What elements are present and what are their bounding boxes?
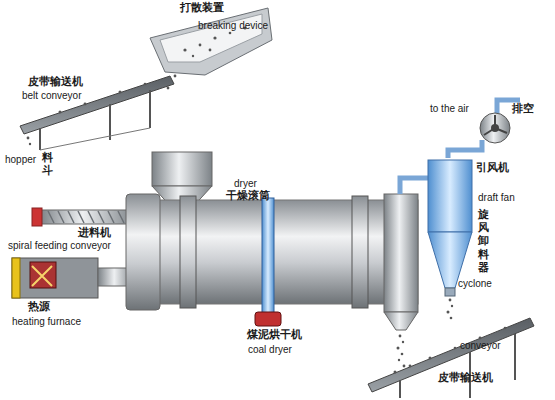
chinese-label: 进料机	[78, 227, 111, 240]
chinese-label: 引风机	[476, 162, 509, 175]
chinese-label: 干燥滚筒	[226, 190, 270, 203]
english-label: dryer	[234, 178, 257, 190]
chinese-label: 皮带输送机	[438, 372, 493, 385]
chinese-label: 料斗	[42, 151, 54, 177]
belt-conveyor-top	[20, 76, 174, 150]
draft-fan	[480, 113, 510, 143]
english-label: hopper	[5, 154, 36, 166]
cyclone-separator	[428, 160, 472, 319]
english-label: breaking device	[198, 20, 268, 32]
english-label: draft fan	[478, 192, 515, 204]
english-label: heating furnace	[12, 316, 81, 328]
chinese-label: 排空	[512, 103, 534, 116]
rotary-drum	[126, 194, 418, 326]
english-label: conveyor	[460, 340, 501, 352]
chinese-label: 热源	[28, 301, 50, 314]
english-label: to the air	[430, 103, 469, 115]
english-label: belt conveyor	[22, 90, 81, 102]
discharge-hood	[384, 194, 418, 367]
belt-conveyor-bottom	[368, 318, 534, 398]
english-label: coal dryer	[248, 344, 292, 356]
spiral-feeder	[32, 208, 135, 226]
chinese-label: 打散装置	[180, 2, 224, 15]
chinese-label: 皮带输送机	[28, 76, 83, 89]
heating-furnace	[12, 258, 134, 298]
chinese-label: 煤泥烘干机	[247, 329, 302, 342]
english-label: spiral feeding conveyor	[8, 240, 111, 252]
english-label: cyclone	[458, 278, 492, 290]
chinese-label: 旋风卸料器	[478, 208, 490, 274]
